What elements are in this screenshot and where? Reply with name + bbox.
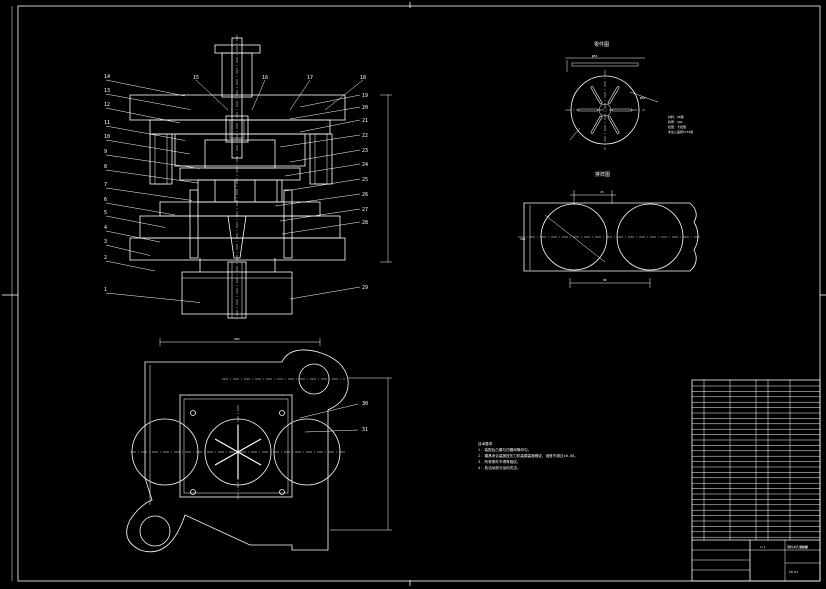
strip-layout[interactable]: 排样图 15 125 80 xyxy=(518,171,702,288)
callout-5: 5 xyxy=(104,210,107,216)
callout-31: 31 xyxy=(362,427,368,433)
star-punch-spokes xyxy=(214,425,262,479)
part-note-3: 批量：大批量 xyxy=(668,124,686,129)
callout-10: 10 xyxy=(104,134,110,140)
tech-line-2: 2. 模具闭合高度按压力机装模高度确定，误差不超过±0.05。 xyxy=(478,453,578,458)
callout-19: 19 xyxy=(362,93,368,99)
dim-overall-plan: 260 xyxy=(234,337,240,341)
callouts-right: 19 20 21 22 23 24 25 26 27 28 29 xyxy=(274,93,368,300)
callout-4: 4 xyxy=(104,225,107,231)
callout-14: 14 xyxy=(104,74,110,80)
part-note-2: 料厚：1mm xyxy=(668,119,683,124)
dim-pitch: 15 xyxy=(600,190,604,194)
tech-line-3: 3. 所有零件不得有裂纹。 xyxy=(478,459,520,464)
tech-line-4: 4. 各活动部分运动灵活。 xyxy=(478,465,520,470)
callout-29: 29 xyxy=(362,285,368,291)
callout-2: 2 xyxy=(104,255,107,261)
callout-27: 27 xyxy=(362,207,368,213)
part-drawing-title: 零件图 xyxy=(594,41,609,48)
drawing-number: CM-01 xyxy=(789,570,798,574)
dim-strip-width: 125 xyxy=(520,237,526,241)
section-view-assembly[interactable] xyxy=(129,35,392,320)
drawing-sheet: 共1张 xyxy=(800,544,808,549)
tech-line-1: 1. 装配后凸模与凹模间隙均匀。 xyxy=(478,447,531,452)
layout-title: 排样图 xyxy=(595,171,610,178)
callout-6: 6 xyxy=(104,197,107,203)
callout-30: 30 xyxy=(362,401,368,407)
part-radial-slots xyxy=(577,86,633,134)
callout-26: 26 xyxy=(362,192,368,198)
callouts-top: 15 16 17 18 xyxy=(193,75,366,111)
callout-24: 24 xyxy=(362,162,368,168)
dim-part-dia-side: φ56 xyxy=(592,54,598,58)
dim-part-dia: φ56 xyxy=(640,96,646,100)
callout-9: 9 xyxy=(104,149,107,155)
callout-28: 28 xyxy=(362,220,368,226)
callout-18: 18 xyxy=(360,75,366,81)
drawing-name: 落料冲孔复合模 xyxy=(787,544,808,549)
callout-12: 12 xyxy=(104,102,110,108)
bom-table[interactable] xyxy=(691,379,821,582)
plan-view-lower-die[interactable]: 260 30 31 xyxy=(126,337,392,553)
callout-23: 23 xyxy=(362,148,368,154)
callout-16: 16 xyxy=(262,75,268,81)
dim-strip-len: 80 xyxy=(603,278,607,282)
title-block[interactable]: 落料冲孔复合模 CM-01 1:1 共1张 xyxy=(692,539,820,581)
callout-21: 21 xyxy=(362,118,368,124)
callout-3: 3 xyxy=(104,239,107,245)
callout-20: 20 xyxy=(362,105,368,111)
callout-11: 11 xyxy=(104,120,110,126)
callout-17: 17 xyxy=(307,75,313,81)
callout-7: 7 xyxy=(104,182,107,188)
callouts-left: 14 13 12 11 10 9 8 7 6 5 4 3 2 1 xyxy=(104,74,201,303)
part-drawing[interactable]: 零件图 φ56 φ56 材料：08钢 料厚：1mm 批量：大批量 未注公差按IT… xyxy=(565,41,693,150)
callout-13: 13 xyxy=(104,88,110,94)
technical-requirements: 技术要求 1. 装配后凸模与凹模间隙均匀。 2. 模具闭合高度按压力机装模高度确… xyxy=(478,441,578,470)
callout-1: 1 xyxy=(104,287,107,293)
callout-25: 25 xyxy=(362,177,368,183)
callout-8: 8 xyxy=(104,164,107,170)
callout-22: 22 xyxy=(362,133,368,139)
part-note-4: 未注公差按IT14级 xyxy=(668,129,693,134)
part-note-1: 材料：08钢 xyxy=(668,114,684,119)
drawing-scale: 1:1 xyxy=(760,545,766,549)
tech-title: 技术要求 xyxy=(478,441,493,446)
callout-15: 15 xyxy=(193,75,199,81)
